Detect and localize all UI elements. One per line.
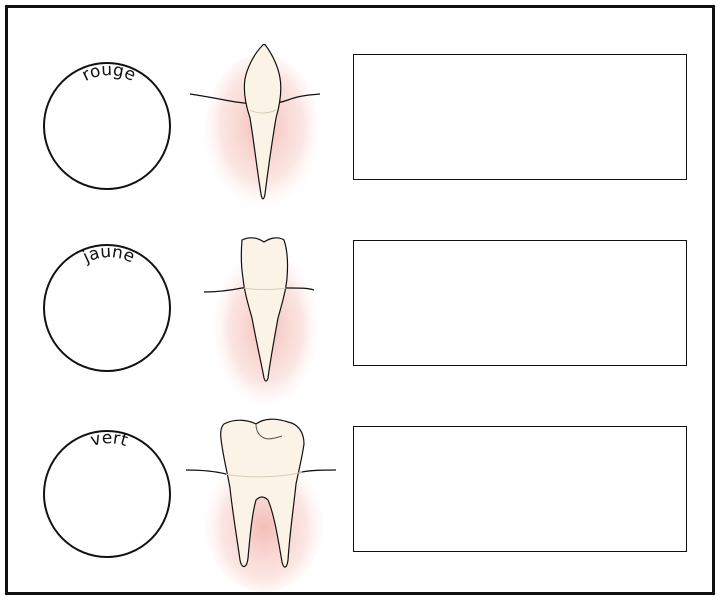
row-canine: jaune [8, 240, 712, 420]
answer-value-rouge[interactable] [354, 55, 686, 95]
answer-box-rouge[interactable] [353, 54, 687, 180]
molar-tooth-in-gum-icon [184, 404, 354, 584]
answer-value-jaune[interactable] [354, 241, 686, 281]
answer-box-vert[interactable] [353, 426, 687, 552]
canine-tooth-in-gum-icon [196, 218, 366, 398]
circle-label-vert-text: vert [88, 428, 130, 451]
answer-value-vert[interactable] [354, 427, 686, 467]
circle-label-vert: vert [45, 432, 173, 560]
answer-box-jaune[interactable] [353, 240, 687, 366]
color-circle-jaune[interactable]: jaune [43, 244, 171, 372]
incisor-tooth-in-gum-icon [190, 34, 360, 214]
row-incisor: rouge [8, 54, 712, 234]
circle-label-jaune-text: jaune [79, 242, 137, 268]
circle-label-jaune: jaune [45, 246, 173, 374]
circle-label-rouge-text: rouge [79, 60, 139, 86]
worksheet-frame: rouge [5, 5, 715, 595]
color-circle-rouge[interactable]: rouge [43, 62, 171, 190]
row-molar: vert [8, 426, 712, 606]
circle-label-rouge: rouge [45, 64, 173, 192]
color-circle-vert[interactable]: vert [43, 430, 171, 558]
